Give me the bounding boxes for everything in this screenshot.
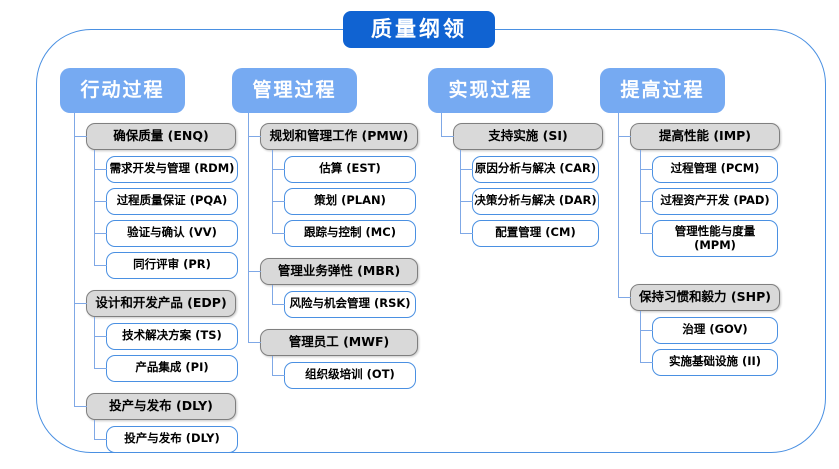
leaf-action-0-3: 同行评审 (PR) — [94, 247, 238, 279]
leaf-management-0-1: 策划 (PLAN) — [272, 183, 418, 215]
group-box: 规划和管理工作 (PMW) — [260, 123, 418, 150]
column-header-management: 管理过程 — [232, 68, 357, 113]
leaf-list: 过程管理 (PCM) 过程资产开发 (PAD) 管理性能与度量 (MPM) — [640, 150, 780, 257]
leaf-implementation-0-1: 决策分析与解决 (DAR) — [460, 183, 603, 215]
leaf-management-0-2: 跟踪与控制 (MC) — [272, 215, 418, 247]
leaf-box: 过程管理 (PCM) — [652, 156, 778, 183]
column-action: 行动过程确保质量 (ENQ) 需求开发与管理 (RDM) 过程质量保证 (PQA) 验… — [60, 68, 238, 453]
leaf-improvement-0-1: 过程资产开发 (PAD) — [640, 183, 780, 215]
column-improvement: 提高过程提高性能 (IMP) 过程管理 (PCM) 过程资产开发 (PAD) 管理性能… — [600, 68, 780, 376]
group-box: 支持实施 (SI) — [453, 123, 603, 150]
leaf-improvement-0-0: 过程管理 (PCM) — [640, 150, 780, 183]
group-box: 管理员工 (MWF) — [260, 329, 418, 356]
diagram-title: 质量纲领 — [343, 11, 495, 48]
group-management-0: 规划和管理工作 (PMW) 估算 (EST) 策划 (PLAN) 跟踪与控制 (MC) — [248, 113, 418, 247]
leaf-list: 估算 (EST) 策划 (PLAN) 跟踪与控制 (MC) — [272, 150, 418, 247]
column-management: 管理过程规划和管理工作 (PMW) 估算 (EST) 策划 (PLAN) 跟踪与控制 … — [232, 68, 418, 389]
column-implementation: 实现过程支持实施 (SI) 原因分析与解决 (CAR) 决策分析与解决 (DAR) 配… — [428, 68, 603, 247]
group-improvement-0: 提高性能 (IMP) 过程管理 (PCM) 过程资产开发 (PAD) 管理性能与度量 … — [618, 113, 780, 257]
leaf-management-1-0: 风险与机会管理 (RSK) — [272, 285, 418, 318]
leaf-box: 产品集成 (PI) — [106, 355, 238, 382]
leaf-box: 验证与确认 (VV) — [106, 220, 238, 247]
group-box: 保持习惯和毅力 (SHP) — [630, 283, 780, 311]
leaf-improvement-1-1: 实施基础设施 (II) — [640, 343, 780, 376]
column-header-implementation: 实现过程 — [428, 68, 553, 113]
leaf-list: 需求开发与管理 (RDM) 过程质量保证 (PQA) 验证与确认 (VV) 同行评审 … — [94, 150, 238, 279]
leaf-action-1-0: 技术解决方案 (TS) — [94, 317, 238, 350]
group-list: 提高性能 (IMP) 过程管理 (PCM) 过程资产开发 (PAD) 管理性能与度量 … — [618, 113, 780, 376]
leaf-box: 技术解决方案 (TS) — [106, 323, 238, 350]
leaf-list: 原因分析与解决 (CAR) 决策分析与解决 (DAR) 配置管理 (CM) — [460, 150, 603, 247]
group-action-0: 确保质量 (ENQ) 需求开发与管理 (RDM) 过程质量保证 (PQA) 验证与确认… — [74, 113, 238, 279]
leaf-box: 同行评审 (PR) — [106, 252, 238, 279]
leaf-list: 组织级培训 (OT) — [272, 356, 418, 389]
leaf-box: 投产与发布 (DLY) — [106, 426, 238, 453]
leaf-box: 管理性能与度量 (MPM) — [652, 220, 778, 257]
group-box: 投产与发布 (DLY) — [86, 393, 236, 420]
leaf-management-0-0: 估算 (EST) — [272, 150, 418, 183]
leaf-box: 原因分析与解决 (CAR) — [472, 156, 599, 183]
leaf-box: 决策分析与解决 (DAR) — [472, 188, 599, 215]
leaf-management-2-0: 组织级培训 (OT) — [272, 356, 418, 389]
group-list: 规划和管理工作 (PMW) 估算 (EST) 策划 (PLAN) 跟踪与控制 (MC)… — [248, 113, 418, 389]
group-improvement-1: 保持习惯和毅力 (SHP) 治理 (GOV) 实施基础设施 (II) — [618, 256, 780, 376]
group-action-2: 投产与发布 (DLY) 投产与发布 (DLY) — [74, 382, 238, 453]
column-header-action: 行动过程 — [60, 68, 185, 113]
leaf-action-1-1: 产品集成 (PI) — [94, 350, 238, 382]
leaf-improvement-0-2: 管理性能与度量 (MPM) — [640, 215, 780, 257]
group-box: 提高性能 (IMP) — [630, 123, 780, 150]
leaf-action-2-0: 投产与发布 (DLY) — [94, 420, 238, 453]
group-box: 管理业务弹性 (MBR) — [260, 258, 418, 285]
group-list: 确保质量 (ENQ) 需求开发与管理 (RDM) 过程质量保证 (PQA) 验证与确认… — [74, 113, 238, 453]
leaf-implementation-0-2: 配置管理 (CM) — [460, 215, 603, 247]
leaf-list: 风险与机会管理 (RSK) — [272, 285, 418, 318]
leaf-box: 组织级培训 (OT) — [284, 362, 416, 389]
leaf-action-0-2: 验证与确认 (VV) — [94, 215, 238, 247]
leaf-list: 投产与发布 (DLY) — [94, 420, 238, 453]
leaf-box: 估算 (EST) — [284, 156, 416, 183]
group-management-2: 管理员工 (MWF) 组织级培训 (OT) — [248, 318, 418, 389]
leaf-box: 实施基础设施 (II) — [652, 348, 778, 376]
leaf-action-0-1: 过程质量保证 (PQA) — [94, 183, 238, 215]
group-action-1: 设计和开发产品 (EDP) 技术解决方案 (TS) 产品集成 (PI) — [74, 279, 238, 382]
leaf-box: 需求开发与管理 (RDM) — [106, 156, 238, 183]
leaf-box: 过程质量保证 (PQA) — [106, 188, 238, 215]
leaf-box: 配置管理 (CM) — [472, 220, 599, 247]
leaf-box: 治理 (GOV) — [652, 316, 778, 344]
group-box: 确保质量 (ENQ) — [86, 123, 236, 150]
leaf-box: 风险与机会管理 (RSK) — [284, 291, 416, 318]
group-implementation-0: 支持实施 (SI) 原因分析与解决 (CAR) 决策分析与解决 (DAR) 配置管理 … — [441, 113, 603, 247]
leaf-list: 治理 (GOV) 实施基础设施 (II) — [640, 310, 780, 376]
leaf-box: 策划 (PLAN) — [284, 188, 416, 215]
group-management-1: 管理业务弹性 (MBR) 风险与机会管理 (RSK) — [248, 247, 418, 318]
leaf-box: 跟踪与控制 (MC) — [284, 220, 416, 247]
group-box: 设计和开发产品 (EDP) — [86, 290, 236, 317]
leaf-list: 技术解决方案 (TS) 产品集成 (PI) — [94, 317, 238, 382]
leaf-action-0-0: 需求开发与管理 (RDM) — [94, 150, 238, 183]
leaf-improvement-1-0: 治理 (GOV) — [640, 310, 780, 344]
leaf-implementation-0-0: 原因分析与解决 (CAR) — [460, 150, 603, 183]
column-header-improvement: 提高过程 — [600, 68, 725, 113]
group-list: 支持实施 (SI) 原因分析与解决 (CAR) 决策分析与解决 (DAR) 配置管理 … — [441, 113, 603, 247]
leaf-box: 过程资产开发 (PAD) — [652, 188, 778, 215]
